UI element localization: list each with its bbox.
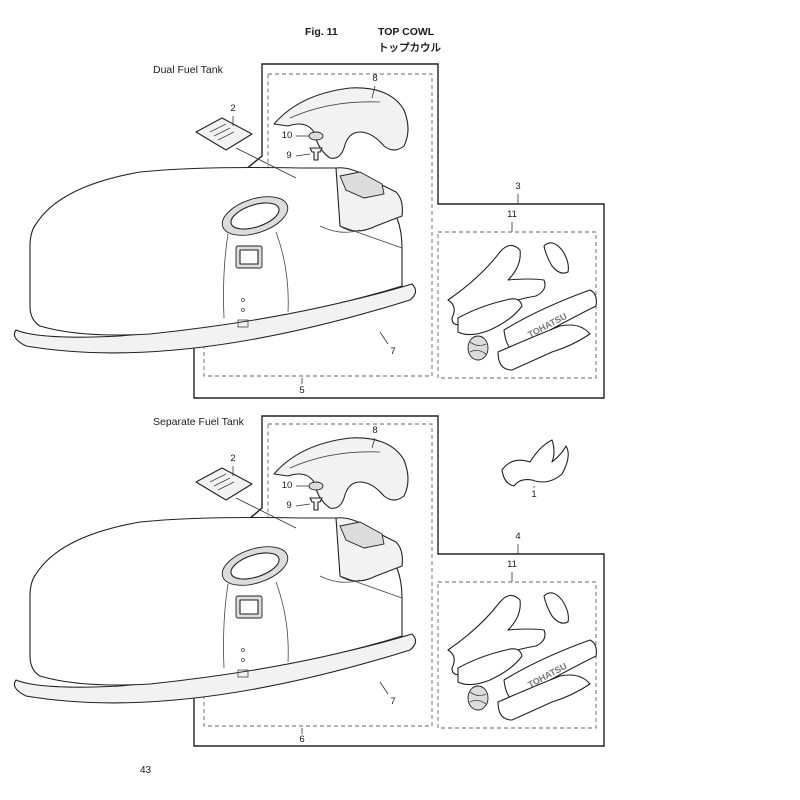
callout-2-dual: 2: [230, 103, 236, 114]
callout-5-dual: 5: [299, 385, 305, 396]
callout-4-separate: 4: [515, 531, 521, 542]
page-number: 43: [140, 765, 152, 776]
extra-decal-part: [501, 439, 569, 487]
washer-part-dual: [308, 131, 324, 141]
decal-set-part-separate: [447, 592, 597, 721]
callout-9-separate: 9: [286, 500, 292, 511]
screw-part-separate: [309, 497, 323, 511]
screw-part-dual: [309, 147, 323, 161]
callout-7-dual: 7: [390, 346, 396, 357]
cover-part-separate: [273, 437, 409, 509]
callout-8-dual: 8: [372, 73, 378, 84]
callout-9-dual: 9: [286, 150, 292, 161]
callout-11-separate: 11: [507, 559, 517, 570]
cover-part-dual: [273, 87, 409, 159]
callout-1-separate: 1: [531, 489, 537, 500]
callout-10-separate: 10: [281, 480, 293, 491]
decal-plate-part-dual: [195, 117, 253, 151]
section-title-dual-fuel-tank: Dual Fuel Tank: [153, 64, 223, 76]
figure-number: Fig. 11: [305, 26, 338, 38]
decal-set-part-dual: [447, 242, 597, 371]
figure-title-en: TOP COWL: [378, 26, 435, 38]
washer-part-separate: [308, 481, 324, 491]
callout-11-dual: 11: [507, 209, 517, 220]
section-title-separate-fuel-tank: Separate Fuel Tank: [153, 416, 244, 428]
callout-3-dual: 3: [515, 181, 521, 192]
callout-6-separate: 6: [299, 734, 305, 745]
callout-7-separate: 7: [390, 696, 396, 707]
top-cowl-part-separate: [13, 516, 417, 704]
cowl-assy-boundary-dual: [203, 73, 433, 377]
top-cowl-part-dual: [13, 166, 417, 354]
callout-8-separate: 8: [372, 425, 378, 436]
callout-10-dual: 10: [281, 130, 293, 141]
callout-2-separate: 2: [230, 453, 236, 464]
decal-plate-part-separate: [195, 467, 253, 501]
figure-title-jp: トップカウル: [378, 42, 441, 54]
